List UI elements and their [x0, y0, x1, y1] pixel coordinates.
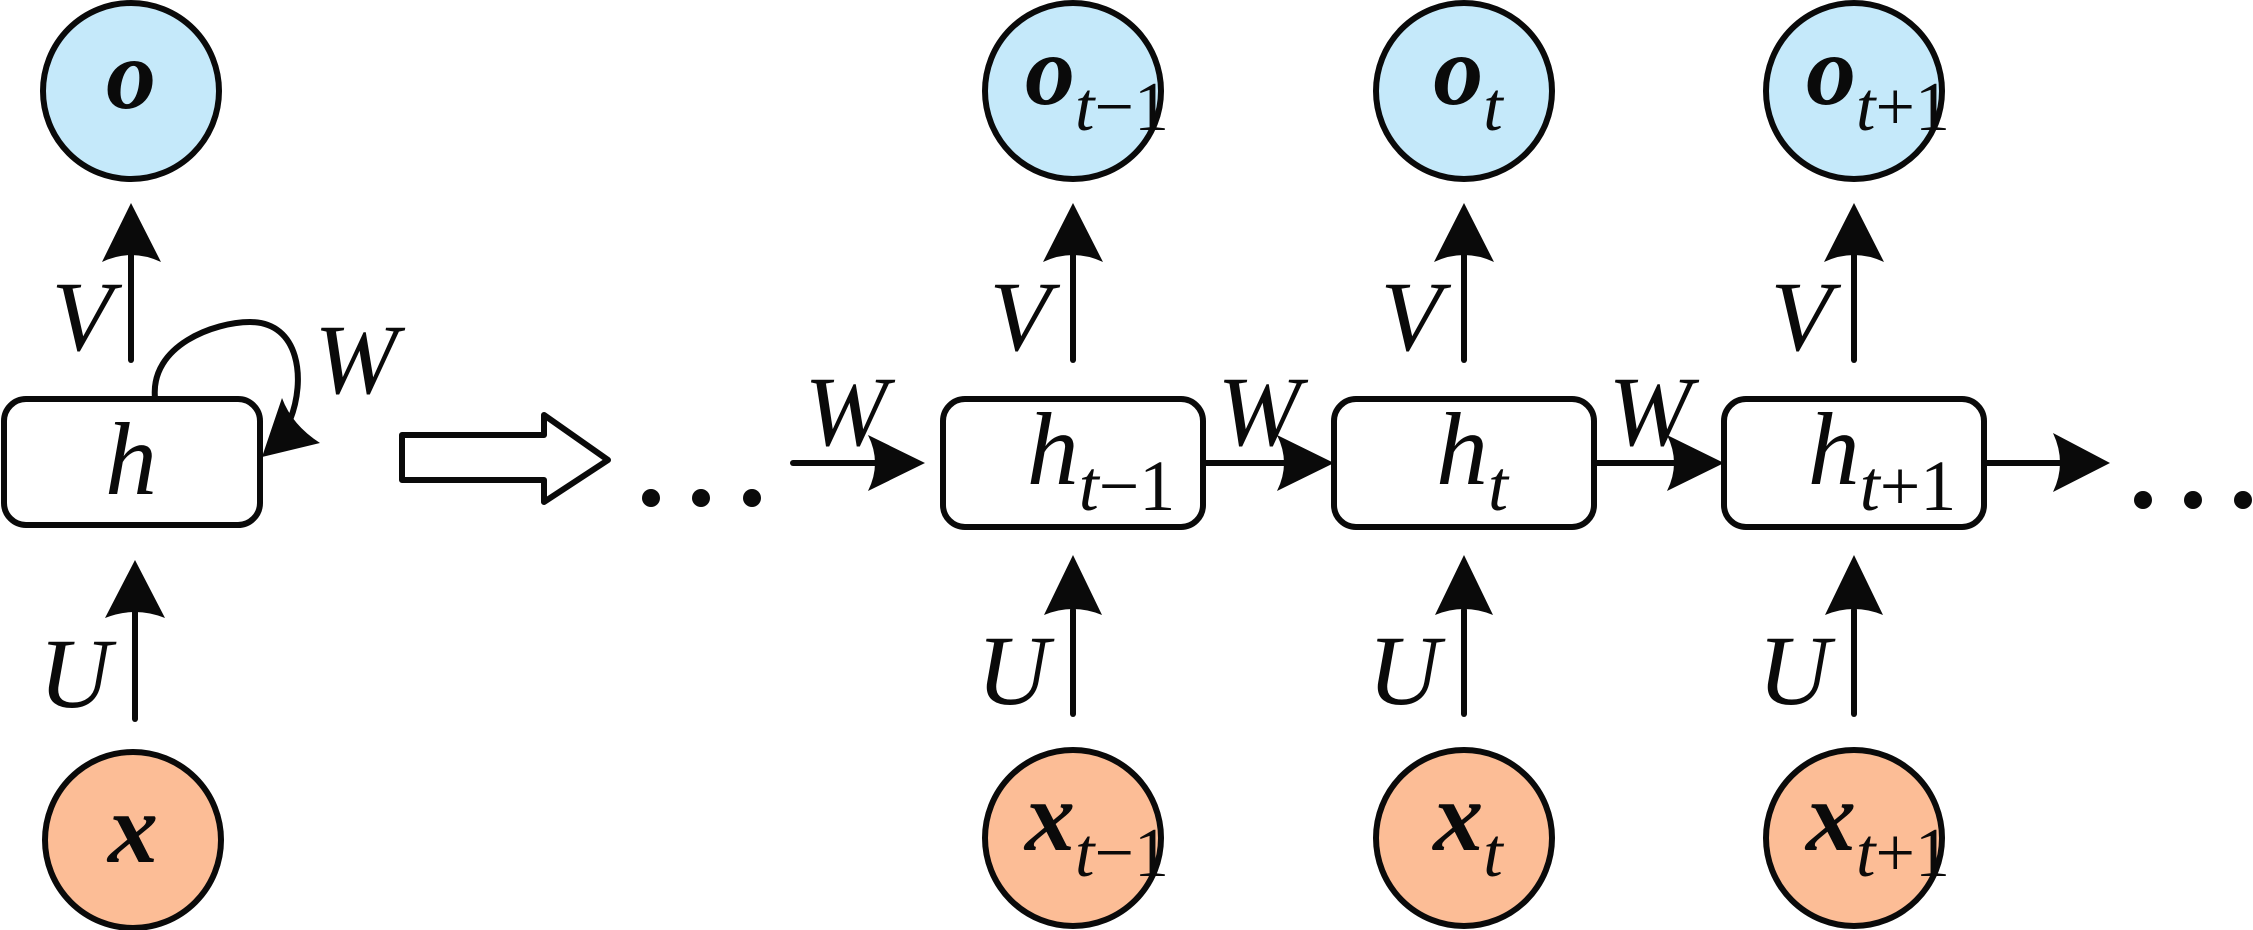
folded-input-node: x	[42, 749, 224, 930]
incoming-w-label: W	[804, 356, 895, 467]
input-label: xt+1	[1804, 761, 1950, 892]
hidden-label-subscript-offset: +1	[1880, 446, 1957, 526]
output-circle	[40, 0, 222, 182]
hidden-box	[1, 396, 263, 528]
hidden-label: ht	[1436, 392, 1510, 526]
output-label: ot	[1433, 15, 1504, 146]
output-label-subscript-offset: +1	[1875, 69, 1949, 146]
arrowhead-icon	[1043, 203, 1103, 262]
recurrent-loop-path	[151, 318, 301, 423]
input-circle	[1763, 747, 1945, 929]
input-label-subscript-offset: −1	[1094, 815, 1168, 892]
arrowhead-icon	[102, 203, 161, 262]
incoming-w-arrow: W	[790, 356, 925, 491]
folded-u-arrow: U	[39, 560, 165, 729]
ellipsis-dot	[743, 489, 761, 507]
arrowhead-icon	[262, 398, 320, 457]
w-weight-label: W	[1217, 356, 1308, 467]
hidden-label-subscript-offset: −1	[1099, 446, 1176, 526]
output-label: ot+1	[1806, 15, 1950, 146]
folded-hidden-node: h	[1, 396, 263, 528]
input-circle	[982, 747, 1164, 929]
folded-recurrent-loop: W	[151, 304, 405, 457]
u-weight-label: U	[39, 618, 117, 729]
u-weight-label: U	[1368, 615, 1446, 726]
arrowhead-icon	[1435, 555, 1493, 615]
w-weight-label: W	[314, 304, 405, 415]
input-label: xt	[1431, 761, 1504, 892]
folded-v-arrow: V	[51, 203, 161, 372]
arrowhead-icon	[1434, 203, 1494, 262]
output-label-base: o	[1025, 15, 1075, 126]
hidden-label-subscript-t: t	[1079, 446, 1101, 526]
hidden-label-base: h	[1436, 392, 1488, 507]
ellipsis-dot	[642, 489, 660, 507]
v-weight-label: V	[1380, 261, 1451, 372]
ellipsis-dot	[2234, 491, 2252, 509]
arrowhead-icon	[1667, 435, 1724, 491]
hidden-label-subscript-t: t	[1488, 446, 1510, 526]
output-circle	[1763, 0, 1945, 182]
input-label-subscript-t: t	[1483, 815, 1504, 892]
hidden-label: ht−1	[1027, 392, 1176, 526]
output-label-base: o	[1806, 15, 1856, 126]
outgoing-w-arrow	[1981, 433, 2110, 492]
input-label: x	[106, 773, 158, 884]
arrowhead-icon	[1044, 555, 1102, 615]
output-label: ot−1	[1025, 15, 1169, 146]
ellipsis-right	[2134, 491, 2252, 509]
ellipsis-dot	[2134, 491, 2152, 509]
output-label-subscript-t: t	[1856, 69, 1877, 146]
v-weight-label: V	[51, 261, 122, 372]
arrowhead-icon	[2053, 433, 2110, 492]
ellipsis-left	[642, 489, 761, 507]
arrowhead-icon	[1825, 555, 1883, 615]
input-label: xt−1	[1023, 761, 1169, 892]
input-label-subscript-offset: +1	[1875, 815, 1949, 892]
w-weight-label: W	[1608, 356, 1699, 467]
input-label-base: x	[1804, 761, 1856, 872]
unfold-arrow-icon	[399, 412, 611, 505]
output-label-base: o	[1433, 15, 1483, 126]
arrowhead-icon	[105, 560, 165, 618]
output-circle	[982, 0, 1164, 182]
output-label-subscript-t: t	[1483, 69, 1504, 146]
arrowhead-icon	[1824, 203, 1884, 262]
output-label: o	[106, 19, 156, 130]
input-label-subscript-t: t	[1075, 815, 1096, 892]
input-circle	[42, 749, 224, 930]
hidden-label: ht+1	[1808, 392, 1957, 526]
output-label-subscript-t: t	[1075, 69, 1096, 146]
arrowhead-icon	[868, 435, 925, 491]
ellipsis-dot	[692, 489, 710, 507]
u-weight-label: U	[977, 615, 1055, 726]
input-label-subscript-t: t	[1856, 815, 1877, 892]
folded-output-node: o	[40, 0, 222, 182]
input-label-base: x	[1023, 761, 1075, 872]
hidden-label-base: h	[1808, 392, 1860, 507]
hidden-label: h	[105, 402, 157, 517]
output-circle	[1373, 0, 1555, 182]
hidden-label-base: h	[1027, 392, 1079, 507]
v-weight-label: V	[1770, 261, 1841, 372]
arrowhead-icon	[1277, 435, 1334, 491]
u-weight-label: U	[1758, 615, 1836, 726]
v-weight-label: V	[989, 261, 1060, 372]
input-label-base: x	[1431, 761, 1483, 872]
input-circle	[1373, 747, 1555, 929]
output-label-subscript-offset: −1	[1094, 69, 1168, 146]
ellipsis-dot	[2184, 491, 2202, 509]
folded-rnn: o V h W U x	[1, 0, 405, 930]
hidden-label-subscript-t: t	[1860, 446, 1882, 526]
